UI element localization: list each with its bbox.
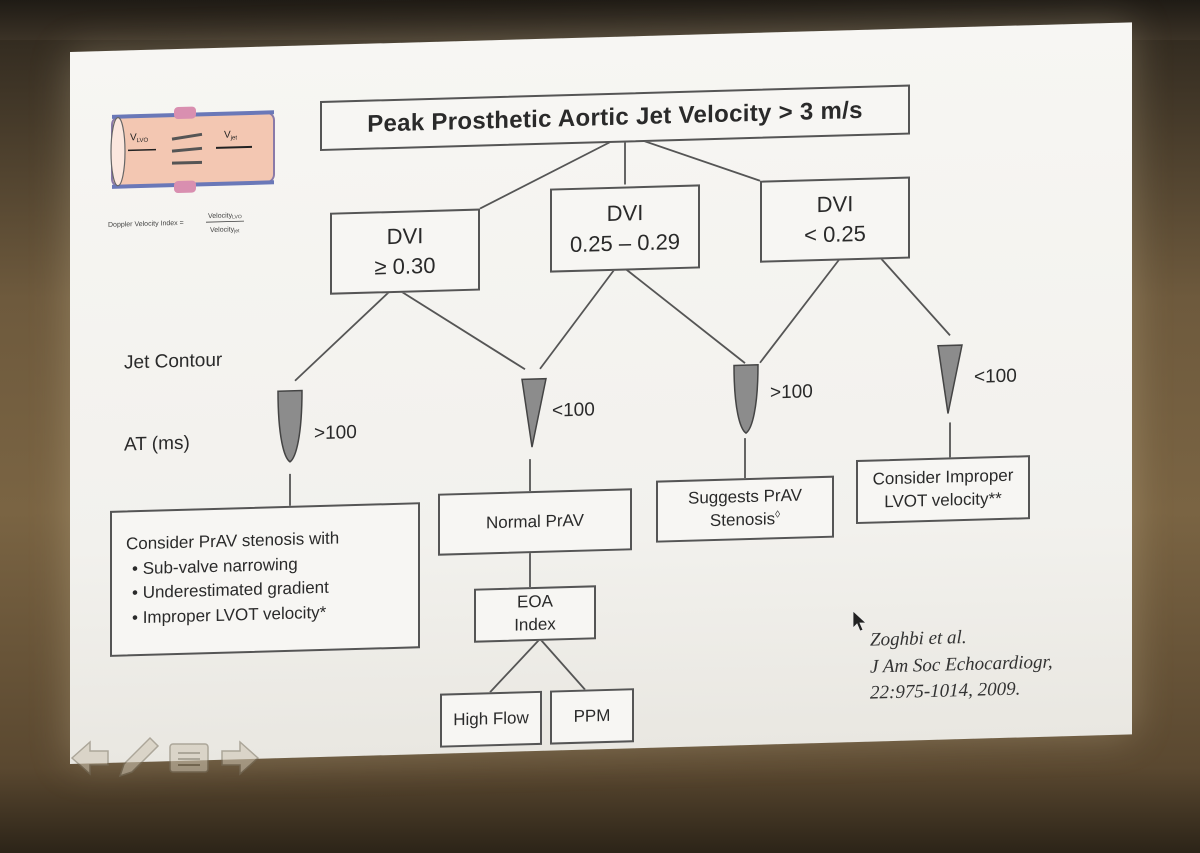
connector-dvi2-shape3 bbox=[624, 267, 746, 364]
connector-eoa-ppm bbox=[539, 638, 586, 691]
at-value-3: >100 bbox=[770, 381, 813, 404]
dvi-value: < 0.25 bbox=[804, 220, 866, 248]
eoa-index-box: EOA Index bbox=[474, 585, 596, 643]
presentation-slide: VLVO Vjet Doppler Velocity Index = Veloc… bbox=[70, 22, 1132, 765]
at-value-4: <100 bbox=[974, 365, 1017, 388]
arrow-left-icon[interactable] bbox=[70, 740, 109, 776]
ppm-text: PPM bbox=[573, 705, 611, 726]
ppm-box: PPM bbox=[550, 688, 634, 745]
eoa-line2: Index bbox=[514, 614, 556, 635]
svg-text:Vjet: Vjet bbox=[224, 129, 237, 141]
arrow-right-icon[interactable] bbox=[221, 740, 260, 776]
valve-illustration: VLVO Vjet Doppler Velocity Index = Veloc… bbox=[108, 106, 275, 235]
pencil-icon[interactable] bbox=[118, 736, 160, 778]
diamond-mark: ◊ bbox=[775, 509, 781, 521]
connector-eoa-highflow bbox=[489, 638, 541, 693]
connector-lines bbox=[277, 133, 963, 693]
dvi-box-1: DVI ≥ 0.30 bbox=[330, 208, 480, 295]
at-value-2: <100 bbox=[552, 399, 595, 422]
citation-line3: 22:975-1014, 2009. bbox=[870, 678, 1021, 704]
dvi-value: 0.25 – 0.29 bbox=[569, 228, 681, 258]
connector-title-dvi1 bbox=[479, 133, 626, 210]
jet-contour-triangular-1 bbox=[521, 377, 547, 448]
improper-line2: LVOT velocity** bbox=[884, 488, 1002, 512]
jet-contour-label: Jet Contour bbox=[124, 349, 223, 374]
connector-title-dvi3 bbox=[624, 133, 761, 182]
high-flow-text: High Flow bbox=[453, 707, 529, 729]
connector-dvi2-shape2 bbox=[539, 268, 616, 370]
stenosis-list: Sub-valve narrowing Underestimated gradi… bbox=[126, 551, 329, 631]
svg-text:Velocityjet: Velocityjet bbox=[210, 226, 240, 235]
improper-lvot-box: Consider Improper LVOT velocity** bbox=[856, 455, 1030, 525]
high-flow-box: High Flow bbox=[440, 690, 542, 748]
svg-text:Doppler Velocity Index =: Doppler Velocity Index = bbox=[108, 220, 184, 229]
menu-icon[interactable] bbox=[169, 743, 209, 773]
at-label: AT (ms) bbox=[124, 432, 190, 456]
at-value-1: >100 bbox=[314, 421, 357, 445]
slideshow-toolbar bbox=[70, 736, 260, 778]
svg-text:VelocityLVO: VelocityLVO bbox=[208, 212, 242, 221]
suggests-line2: Stenosis◊ bbox=[709, 509, 781, 531]
eoa-line1: EOA bbox=[517, 591, 553, 612]
page-title: Peak Prosthetic Aortic Jet Velocity > 3 … bbox=[367, 96, 863, 138]
jet-contour-rounded-2 bbox=[733, 364, 759, 435]
suggests-stenosis-box: Suggests PrAV Stenosis◊ bbox=[656, 475, 834, 543]
svg-text:VLVO: VLVO bbox=[130, 132, 149, 145]
jet-contour-triangular-2 bbox=[937, 344, 963, 414]
dvi-value: ≥ 0.30 bbox=[374, 252, 436, 280]
connector-dvi3-shape3 bbox=[759, 257, 841, 364]
normal-prav-box: Normal PrAV bbox=[438, 488, 632, 556]
connector-dvi1-shape2 bbox=[399, 290, 526, 371]
jet-contour-rounded-1 bbox=[277, 389, 303, 463]
stenosis-box: Consider PrAV stenosis with Sub-valve na… bbox=[110, 502, 420, 657]
connector-dvi3-shape4 bbox=[879, 256, 951, 337]
suggests-line1: Suggests PrAV bbox=[687, 485, 803, 508]
dvi-box-2: DVI 0.25 – 0.29 bbox=[550, 184, 700, 273]
dvi-label: DVI bbox=[386, 223, 424, 250]
mouse-cursor-icon bbox=[852, 610, 868, 632]
citation-line2: J Am Soc Echocardiogr, bbox=[870, 651, 1053, 678]
dvi-label: DVI bbox=[606, 200, 644, 227]
normal-prav-text: Normal PrAV bbox=[486, 510, 584, 532]
connector-dvi1-shape1 bbox=[294, 290, 391, 382]
dvi-box-3: DVI < 0.25 bbox=[760, 176, 910, 263]
list-item: Improper LVOT velocity* bbox=[132, 601, 329, 631]
citation: Zoghbi et al. J Am Soc Echocardiogr, 22:… bbox=[870, 623, 1053, 708]
dvi-label: DVI bbox=[816, 191, 854, 218]
